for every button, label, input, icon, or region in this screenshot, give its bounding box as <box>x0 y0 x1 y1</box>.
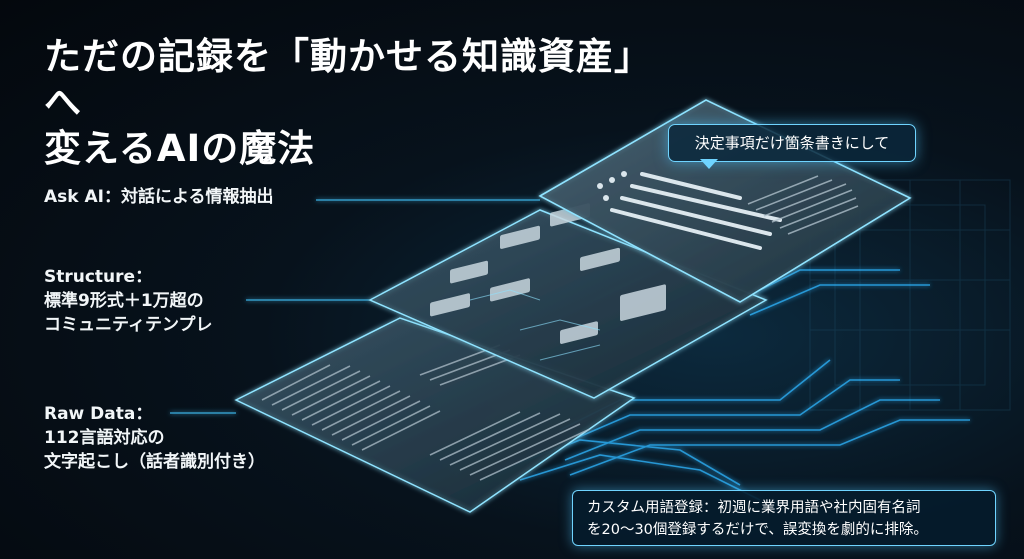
label-ask-ai-text: Ask AI：対話による情報抽出 <box>44 187 274 207</box>
label-structure-title: Structure： <box>44 267 153 287</box>
speech-bubble-icon: 決定事項だけ箇条書きにして <box>668 124 916 162</box>
label-structure: Structure： 標準9形式＋1万超の コミュニティテンプレ <box>44 265 212 337</box>
label-ask-ai: Ask AI：対話による情報抽出 <box>44 185 273 209</box>
label-raw-line-3: 文字起こし（話者識別付き） <box>44 452 265 472</box>
label-raw-title: Raw Data： <box>44 404 153 424</box>
label-structure-line-2: 標準9形式＋1万超の <box>44 291 204 311</box>
note-line-1: カスタム用語登録：初週に業界用語や社内固有名詞 <box>587 500 921 516</box>
bubble-text: 決定事項だけ箇条書きにして <box>694 134 890 152</box>
custom-terms-note: カスタム用語登録：初週に業界用語や社内固有名詞 を20〜30個登録するだけで、誤… <box>572 490 996 546</box>
speech-bubble-tail <box>700 159 718 169</box>
structure-panel <box>368 203 768 399</box>
label-raw-data: Raw Data： 112言語対応の 文字起こし（話者識別付き） <box>44 402 265 474</box>
title-line-1: ただの記録を「動かせる知識資産」へ <box>44 35 634 124</box>
page-title: ただの記録を「動かせる知識資産」へ 変えるAIの魔法 <box>44 34 644 172</box>
note-line-2: を20〜30個登録するだけで、誤変換を劇的に排除。 <box>587 522 928 538</box>
ask-ai-panel <box>538 99 912 303</box>
title-line-2: 変えるAIの魔法 <box>44 127 316 170</box>
label-structure-line-3: コミュニティテンプレ <box>44 315 213 335</box>
label-raw-line-2: 112言語対応の <box>44 428 165 448</box>
chip-icon <box>809 179 1011 411</box>
